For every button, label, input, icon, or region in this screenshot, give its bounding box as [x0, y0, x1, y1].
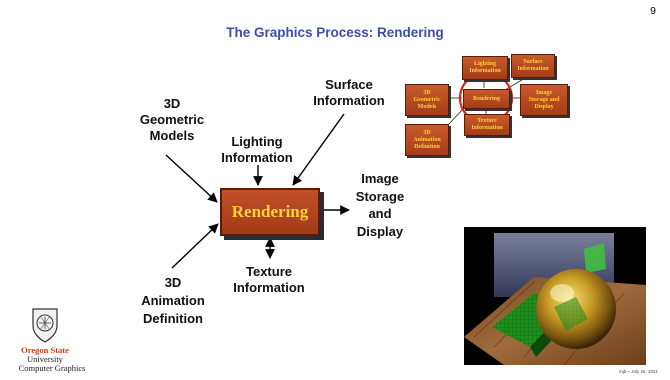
rendering-box: Rendering	[220, 188, 320, 236]
arrow-geometric-to-rendering	[165, 154, 218, 203]
label-lighting: Lighting Information	[221, 134, 293, 165]
slide-title: The Graphics Process: Rendering	[226, 25, 444, 40]
label-image-storage: Image Storage and Display	[355, 171, 405, 239]
thumb-rendering: Rendering	[463, 89, 510, 109]
rendered-scene-image	[464, 227, 646, 365]
label-geometric-models: 3D Geometric Models	[139, 96, 205, 143]
arrow-surface-to-rendering	[292, 113, 345, 186]
logo-name-line2: University	[27, 354, 63, 364]
logo-department: Computer Graphics	[18, 363, 86, 373]
label-animation: 3D Animation Definition	[141, 275, 205, 326]
arrow-animation-to-rendering	[171, 223, 219, 269]
page-number: 9	[650, 5, 656, 17]
logo-name-line1: Oregon State	[21, 345, 69, 355]
label-surface: Surface Information	[313, 77, 385, 108]
osu-logo-icon	[32, 308, 58, 343]
footer-credit: mjb – July 26, 2021	[618, 369, 658, 374]
label-texture: Texture Information	[233, 264, 305, 295]
